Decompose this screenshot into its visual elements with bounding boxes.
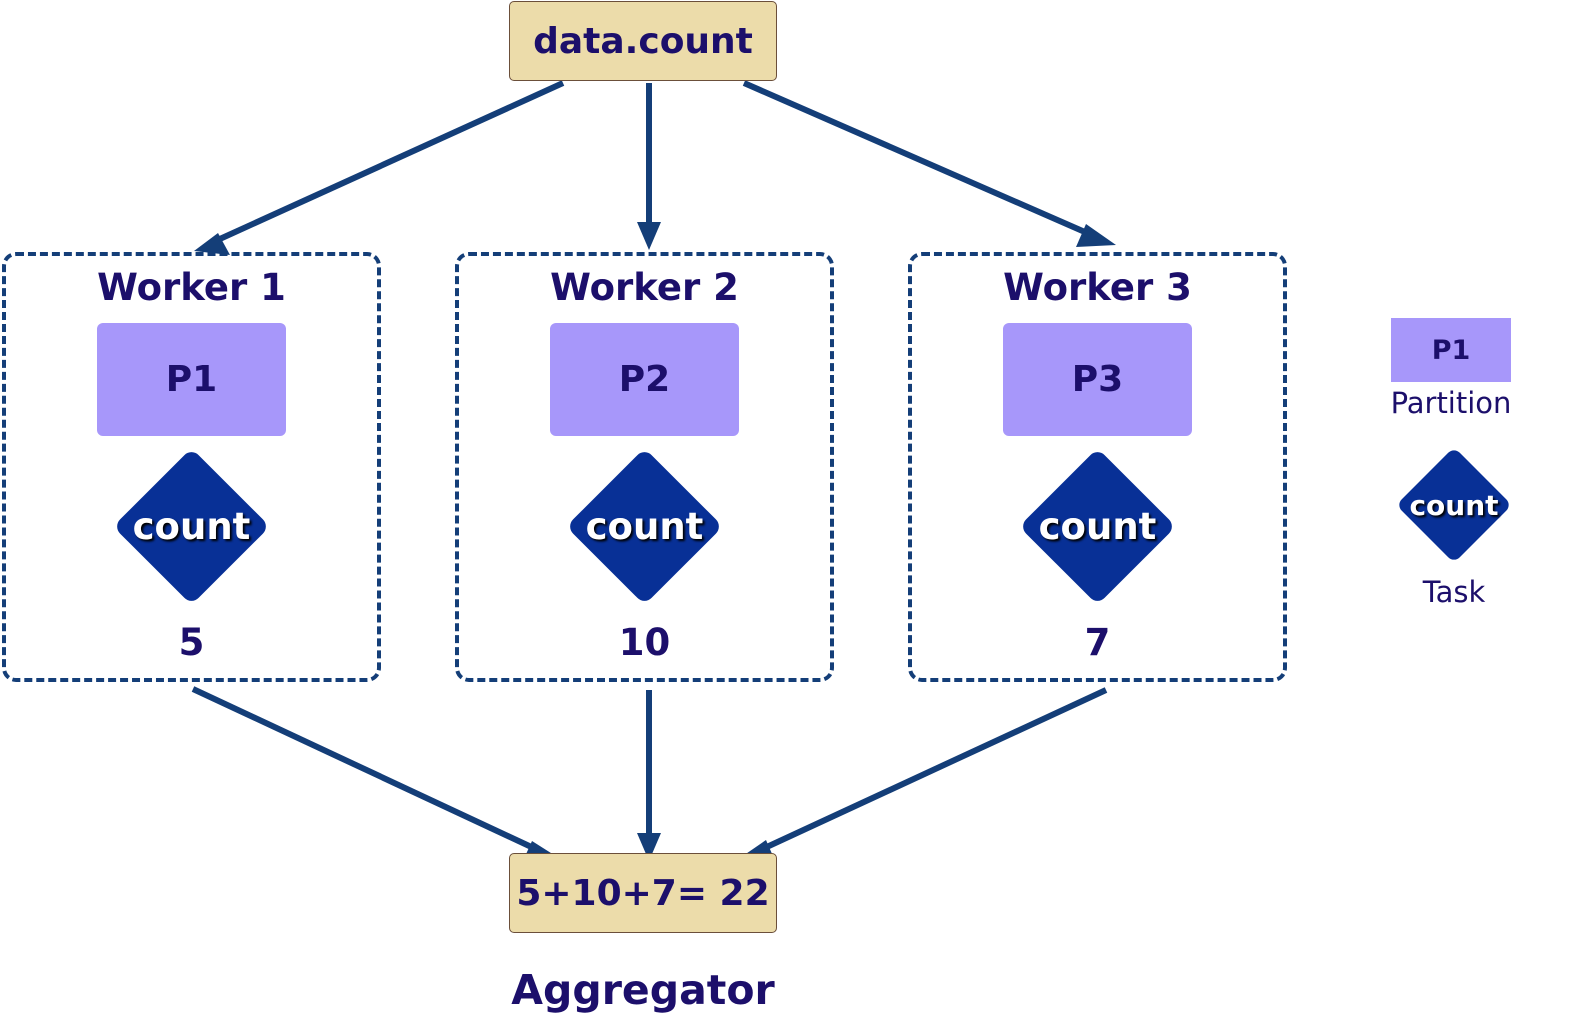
worker-2-partition-label: P2 <box>618 359 671 400</box>
arrow-source-to-worker-2 <box>637 83 661 250</box>
worker-2-task: count <box>566 448 723 605</box>
worker-1-container: Worker 1 P1 count 5 <box>2 252 381 682</box>
worker-2-result: 10 <box>618 621 671 664</box>
legend-task-sample: count <box>1396 447 1512 563</box>
arrow-worker-3-to-aggregator <box>737 687 1108 863</box>
worker-2-container: Worker 2 P2 count 10 <box>455 252 834 682</box>
worker-1-partition: P1 <box>97 323 286 436</box>
arrow-worker-2-to-aggregator <box>637 690 661 861</box>
worker-1-task: count <box>113 448 270 605</box>
worker-1-title: Worker 1 <box>97 266 286 309</box>
worker-1-result: 5 <box>178 621 205 664</box>
worker-3-title: Worker 3 <box>1003 266 1192 309</box>
worker-3-container: Worker 3 P3 count 7 <box>908 252 1287 682</box>
worker-3-partition-label: P3 <box>1071 359 1124 400</box>
worker-2-task-label: count <box>585 505 704 548</box>
arrow-source-to-worker-1 <box>194 80 565 255</box>
worker-2-title: Worker 2 <box>550 266 739 309</box>
aggregator-expression: 5+10+7= 22 <box>516 872 770 914</box>
worker-2-partition: P2 <box>550 323 739 436</box>
legend-task-label: Task <box>1422 575 1486 609</box>
source-label: data.count <box>533 20 753 62</box>
legend-task-sample-label: count <box>1409 488 1499 522</box>
arrow-source-to-worker-3 <box>742 80 1116 247</box>
worker-3-task: count <box>1019 448 1176 605</box>
source-box: data.count <box>509 1 777 81</box>
legend-partition-sample-label: P1 <box>1431 334 1471 366</box>
aggregator-title: Aggregator <box>511 966 775 1014</box>
worker-3-task-label: count <box>1038 505 1157 548</box>
worker-1-task-label: count <box>132 505 251 548</box>
legend-partition-sample: P1 <box>1391 318 1511 382</box>
worker-3-result: 7 <box>1084 621 1111 664</box>
aggregator-box: 5+10+7= 22 <box>509 853 777 933</box>
worker-1-partition-label: P1 <box>165 359 218 400</box>
arrow-worker-1-to-aggregator <box>191 686 562 863</box>
worker-3-partition: P3 <box>1003 323 1192 436</box>
legend-partition-label: Partition <box>1390 386 1512 420</box>
